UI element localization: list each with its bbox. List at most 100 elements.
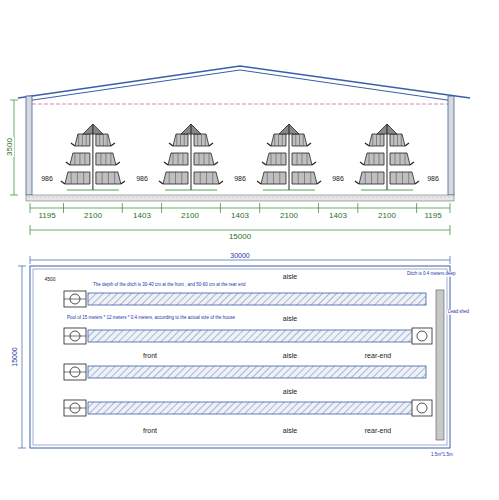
cage-tier	[271, 134, 286, 146]
cage-bar	[397, 134, 398, 146]
cage-bar	[205, 134, 206, 146]
note-label: rear-end	[364, 352, 392, 359]
feeder	[116, 162, 120, 165]
cage-tier	[390, 153, 410, 165]
dimension-label: 986	[135, 175, 149, 182]
cage-row	[88, 402, 426, 414]
cage-bar	[197, 134, 198, 146]
cage-tier	[364, 153, 384, 165]
cage-bar	[310, 172, 311, 184]
shaft	[64, 299, 86, 300]
cage-bar	[400, 153, 401, 165]
dimension-tick	[220, 203, 221, 213]
feeder	[410, 162, 414, 165]
cage-bar	[107, 134, 108, 146]
feeder	[317, 181, 321, 184]
dimension-label: 986	[233, 175, 247, 182]
cage-tier	[292, 153, 312, 165]
cage-bar	[209, 153, 210, 165]
feeder	[267, 143, 271, 146]
cage-bar	[365, 172, 366, 184]
plan-dimensions	[18, 256, 450, 448]
house-inner-outline	[33, 269, 447, 445]
cage-stack	[159, 124, 223, 190]
note-label: front	[142, 427, 158, 434]
cage-bar	[372, 134, 373, 146]
note-label: front	[142, 352, 158, 359]
front-end-unit	[64, 328, 86, 344]
cage-bar	[369, 153, 370, 165]
roof-inner	[26, 70, 454, 101]
feeder	[415, 181, 419, 184]
cage-bar	[110, 153, 111, 165]
dimension-label: 986	[331, 175, 345, 182]
feeder	[365, 143, 369, 146]
cage-frame	[191, 124, 192, 190]
feeder	[209, 143, 213, 146]
cage-bar	[273, 172, 274, 184]
cage-bar	[105, 153, 106, 165]
cage-bar	[173, 153, 174, 165]
dimension-label: 2100	[377, 212, 397, 220]
cage-row	[88, 293, 426, 305]
cage-tier	[70, 153, 90, 165]
cage-bar	[299, 134, 300, 146]
cage-tier	[261, 172, 286, 184]
dimension-label: 30000	[229, 252, 250, 259]
dimension-tick	[357, 203, 358, 213]
dimension-label: 4500	[43, 277, 56, 282]
dimension-label: 1403	[328, 212, 348, 220]
dimension-label: 1403	[132, 212, 152, 220]
feeder	[214, 162, 218, 165]
dimension-tick	[416, 203, 417, 213]
feeder	[219, 181, 223, 184]
cage-bar	[405, 153, 406, 165]
cage-frame	[92, 124, 93, 190]
note-label: aisle	[282, 427, 298, 434]
feeder	[159, 181, 163, 184]
cage-bar	[74, 153, 75, 165]
left-wall	[26, 96, 32, 195]
cage-bar	[276, 153, 277, 165]
dimension-label: 986	[426, 175, 440, 182]
cage-bar	[401, 134, 402, 146]
cage-bar	[108, 172, 109, 184]
front-end-unit	[64, 291, 86, 307]
note-label: Lead shed	[447, 310, 470, 315]
cage-bar	[184, 134, 185, 146]
motor	[417, 403, 427, 413]
manure-belt	[263, 190, 315, 191]
dimension-lines	[10, 100, 450, 235]
dimension-label: 986	[40, 175, 54, 182]
manure-belt	[67, 190, 119, 191]
cage-tier	[390, 134, 405, 146]
cage-bar	[78, 134, 79, 146]
cage-bar	[102, 172, 103, 184]
cage-bar	[175, 172, 176, 184]
cage-bar	[278, 134, 279, 146]
cage-bar	[379, 153, 380, 165]
feeder	[66, 162, 70, 165]
manure-belt	[361, 190, 413, 191]
note-label: Ditch is 0.4 meters deep	[406, 272, 457, 277]
cage-bar	[396, 172, 397, 184]
cage-tier	[96, 134, 111, 146]
cage-tier	[75, 134, 90, 146]
cage-bar	[77, 172, 78, 184]
cage-bar	[79, 153, 80, 165]
dimension-label: 1195	[423, 212, 442, 220]
cage-tier	[266, 153, 286, 165]
dimension-tick	[259, 203, 260, 213]
cage-bar	[377, 172, 378, 184]
cage-bar	[114, 172, 115, 184]
cage-bar	[402, 172, 403, 184]
note-label: aisle	[282, 273, 298, 280]
cage-bar	[267, 172, 268, 184]
cage-tier	[292, 134, 307, 146]
cage-bar	[178, 153, 179, 165]
cage-bar	[180, 134, 181, 146]
cage-stack	[355, 124, 419, 190]
cage-tier	[168, 153, 188, 165]
cage-tier	[194, 172, 219, 184]
